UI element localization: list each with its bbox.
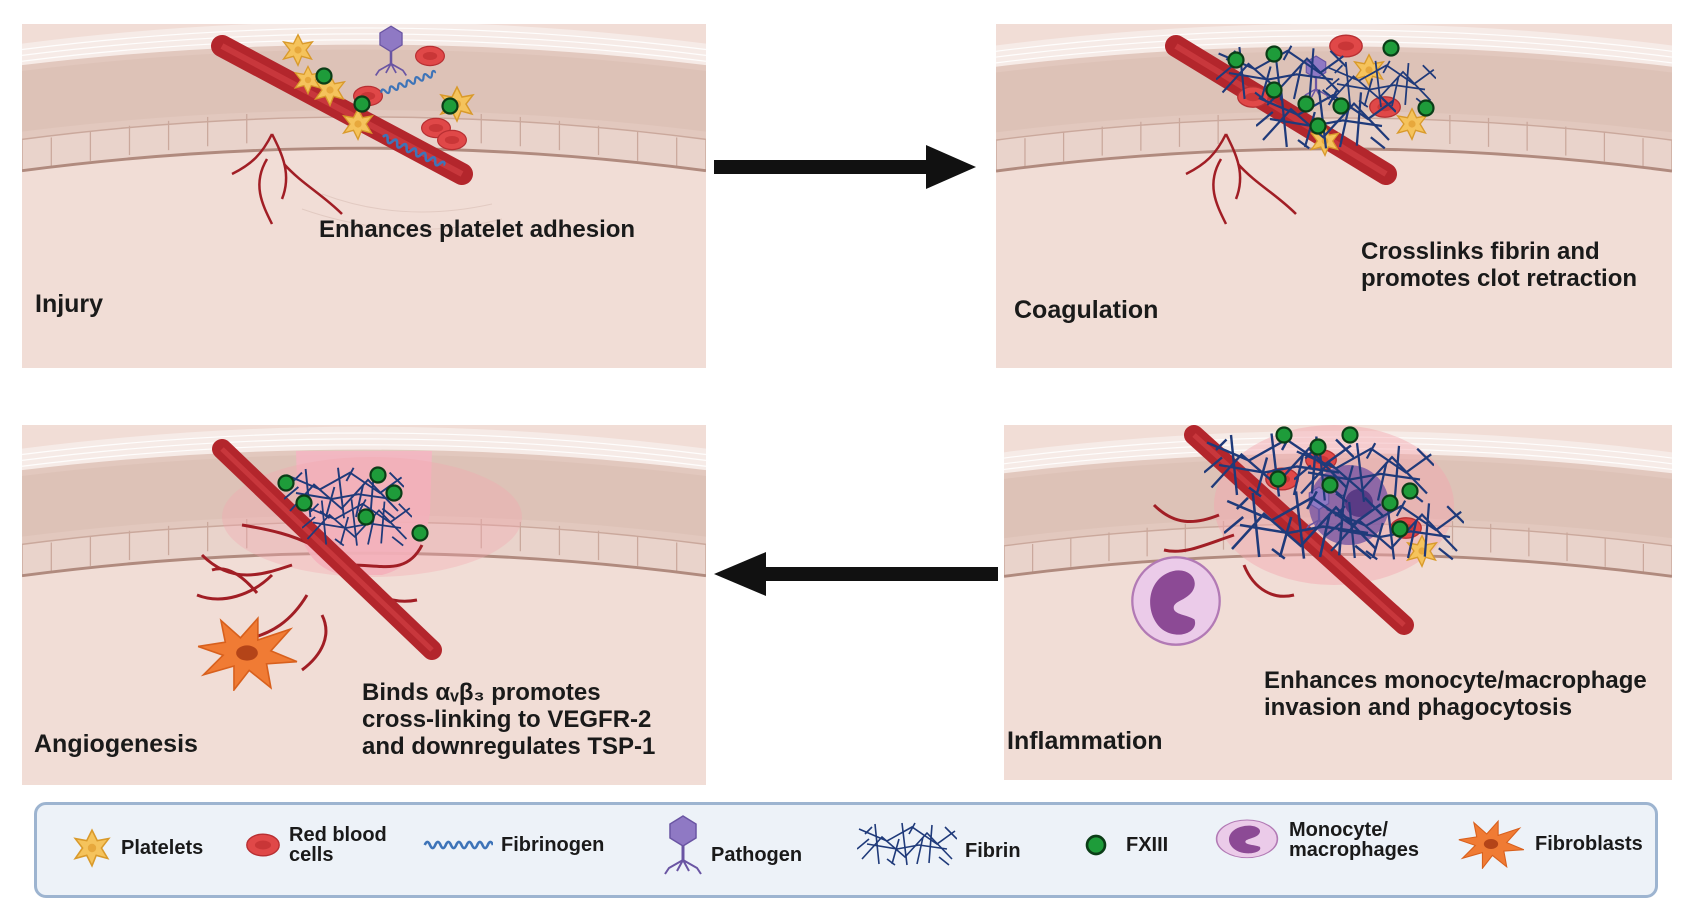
legend-label: Platelets (121, 837, 204, 859)
legend-label: Fibroblasts (1535, 833, 1643, 855)
legend: Platelets Red blood cells Fibrinogen Pat… (34, 802, 1658, 898)
panel-angiogenesis: Binds αᵥβ₃ promotes cross-linking to VEG… (22, 425, 706, 785)
arrow-left (714, 552, 998, 596)
stage-label-coagulation: Coagulation (1014, 296, 1159, 324)
fxiii-icon (1085, 834, 1107, 856)
caption-line: Binds αᵥβ₃ promotes (362, 679, 601, 706)
legend-item-monocyte: Monocyte/ macrophages (1215, 819, 1419, 861)
arrow-right (714, 145, 976, 189)
legend-item-platelets: Platelets (71, 827, 203, 869)
fibrin-icon (857, 822, 957, 866)
inflammation-scene (1004, 425, 1672, 779)
angiogenesis-caption: Binds αᵥβ₃ promotes cross-linking to VEG… (362, 679, 655, 760)
coagulation-caption: Crosslinks fibrin and promotes clot retr… (1361, 238, 1637, 292)
legend-label: Red blood cells (289, 824, 387, 866)
panel-inflammation: Enhances monocyte/macrophage invasion an… (1004, 425, 1672, 780)
angiogenesis-scene (22, 425, 706, 783)
legend-item-pathogen: Pathogen (663, 813, 802, 875)
caption-line: Enhances platelet adhesion (319, 216, 636, 243)
capillary-branches (231, 133, 343, 225)
legend-label: FXIII (1126, 834, 1169, 856)
legend-item-fibrin: Fibrin (857, 819, 1021, 869)
legend-item-fibroblasts: Fibroblasts (1455, 819, 1643, 869)
panel-coagulation: Crosslinks fibrin and promotes clot retr… (996, 24, 1672, 368)
caption-line: promotes clot retraction (1361, 265, 1638, 292)
legend-item-fxiii: FXIII (1084, 833, 1168, 857)
legend-label: Monocyte/ macrophages (1289, 819, 1420, 861)
inflammation-caption: Enhances monocyte/macrophage invasion an… (1264, 667, 1647, 721)
legend-label: Fibrinogen (501, 834, 605, 856)
pathogen-icon (663, 814, 703, 875)
stage-label-inflammation: Inflammation (1007, 727, 1163, 755)
stage-label-injury: Injury (35, 290, 104, 318)
injury-caption: Enhances platelet adhesion (319, 216, 635, 243)
injury-scene (22, 24, 706, 368)
legend-label: Pathogen (711, 844, 803, 866)
caption-line: Crosslinks fibrin and (1361, 238, 1600, 265)
stage-label-angiogenesis: Angiogenesis (34, 730, 198, 758)
fibrinogen-icon (423, 840, 493, 850)
legend-item-fibrinogen: Fibrinogen (423, 835, 604, 855)
legend-item-red-blood-cells: Red blood cells (245, 825, 387, 865)
legend-label: Fibrin (965, 840, 1021, 862)
monocyte-icon (1215, 819, 1279, 859)
coagulation-scene (996, 24, 1672, 368)
platelet-icon (74, 829, 110, 867)
panel-injury: Enhances platelet adhesion Injury (22, 24, 706, 368)
caption-line: invasion and phagocytosis (1264, 694, 1573, 721)
red-blood-cell-icon (246, 833, 280, 857)
caption-line: cross-linking to VEGFR-2 (362, 706, 652, 733)
caption-line: and downregulates TSP-1 (362, 733, 656, 760)
caption-line: Enhances monocyte/macrophage (1264, 667, 1647, 694)
fibroblast-icon (1458, 820, 1525, 869)
